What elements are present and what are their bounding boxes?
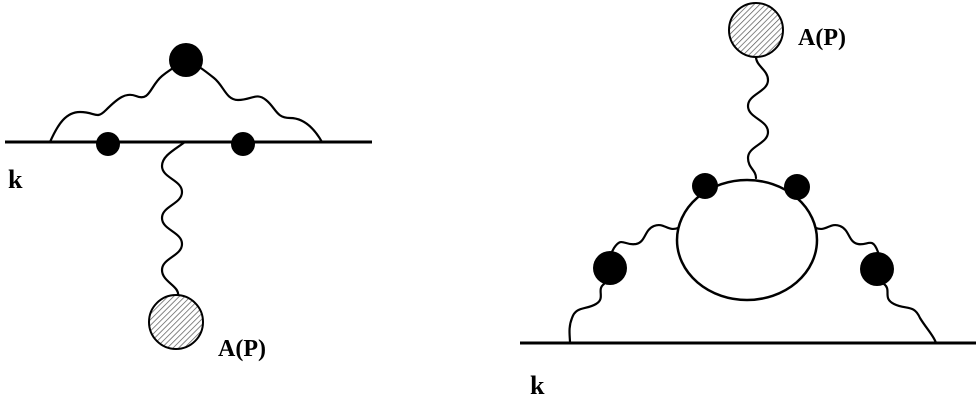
right-left-vertex [593,251,627,285]
right-right-photon-b [882,282,938,345]
left-source-blob [148,294,204,350]
left-source-label: A(P) [218,336,266,362]
left-diagram: k A(P) [5,43,372,362]
right-source-blob [728,2,784,58]
left-top-vertex [169,43,203,77]
right-momentum-label: k [530,371,545,399]
left-vertex-1 [96,132,120,156]
left-momentum-label: k [8,165,23,194]
right-loop-vertex-left [692,173,718,199]
right-fermion-loop [675,178,819,302]
right-loop-vertex-right [784,174,810,200]
left-vertex-2 [231,132,255,156]
left-external-photon [160,140,187,298]
left-self-energy-photon [48,58,324,144]
right-right-vertex [860,252,894,286]
right-left-photon-b [568,282,606,345]
right-source-label: A(P) [798,25,846,51]
right-diagram: A(P) k [520,2,976,399]
right-external-photon [746,55,770,180]
